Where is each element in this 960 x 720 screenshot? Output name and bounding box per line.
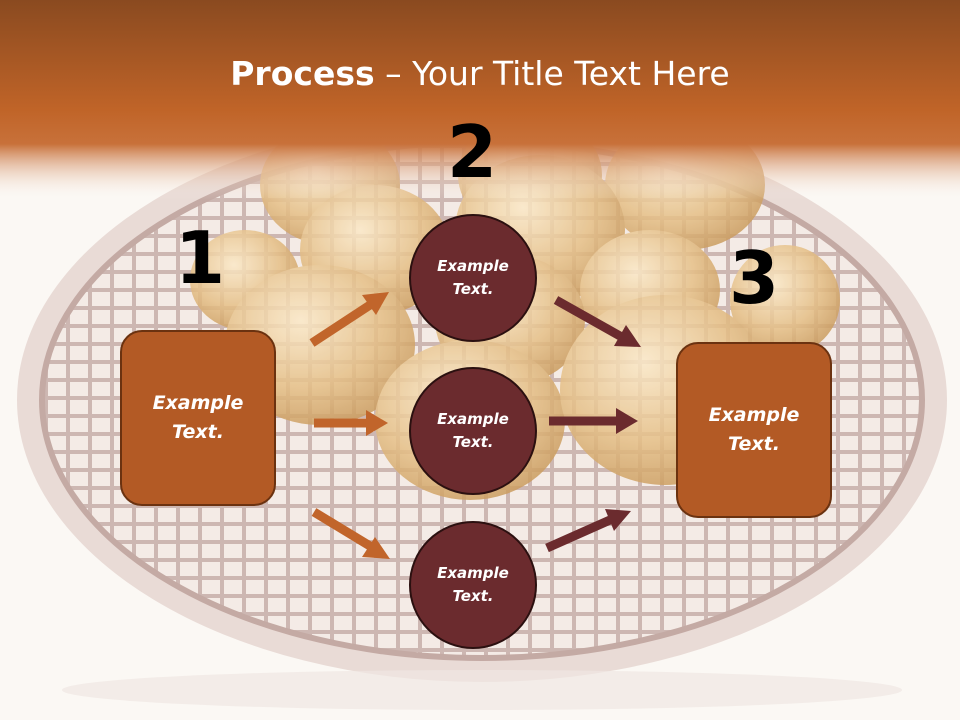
right-box-line-2: Text. [728,433,780,455]
circle-middle-line-2: Text. [452,433,494,451]
title-rest: – Your Title Text Here [374,54,730,93]
arrow-top-to-right [553,296,641,347]
left-box-line-2: Text. [172,421,224,443]
arrow-left-to-middle [314,410,388,436]
right-box: Example Text. [676,342,832,518]
left-box: Example Text. [120,330,276,506]
left-box-line-1: Example [152,392,244,414]
header-band [0,0,960,200]
circle-top-line-2: Text. [452,280,494,298]
circle-bottom: Example Text. [409,521,537,649]
circle-top-line-1: Example [437,257,509,275]
step-number-3: 3 [728,236,780,320]
step-number-1: 1 [174,216,226,300]
circle-bottom-line-2: Text. [452,587,494,605]
circle-top: Example Text. [409,214,537,342]
circle-middle-line-1: Example [437,410,509,428]
arrow-left-to-bottom [311,508,390,559]
arrow-bottom-to-right [545,509,631,553]
page-title: Process – Your Title Text Here [0,52,960,96]
circle-bottom-line-1: Example [437,564,509,582]
arrow-left-to-top [309,292,389,347]
step-number-2: 2 [446,110,498,194]
right-box-line-1: Example [708,404,800,426]
title-bold: Process [230,54,375,93]
circle-middle: Example Text. [409,367,537,495]
arrow-middle-to-right [549,408,638,434]
